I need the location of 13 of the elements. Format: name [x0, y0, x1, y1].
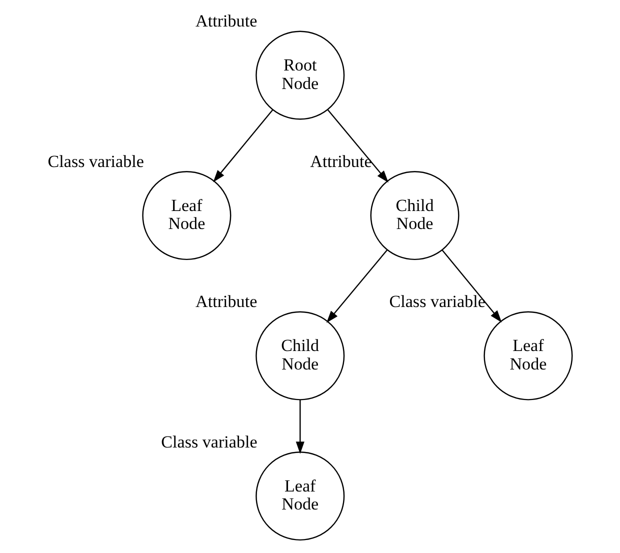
node-circle: Leaf Node	[255, 452, 344, 541]
node-label: Attribute	[310, 152, 372, 171]
arrow	[441, 250, 502, 322]
node-label: Class variable	[47, 152, 144, 171]
arrow	[326, 250, 387, 323]
arrow	[212, 109, 273, 182]
node-circle: Root Node	[255, 30, 344, 120]
node-label: Class variable	[160, 432, 257, 452]
arrow	[295, 400, 304, 454]
node-label: Attribute	[195, 12, 257, 31]
node-label: Attribute	[195, 292, 257, 312]
arrow	[326, 109, 388, 183]
node-label: Class variable	[388, 292, 485, 312]
